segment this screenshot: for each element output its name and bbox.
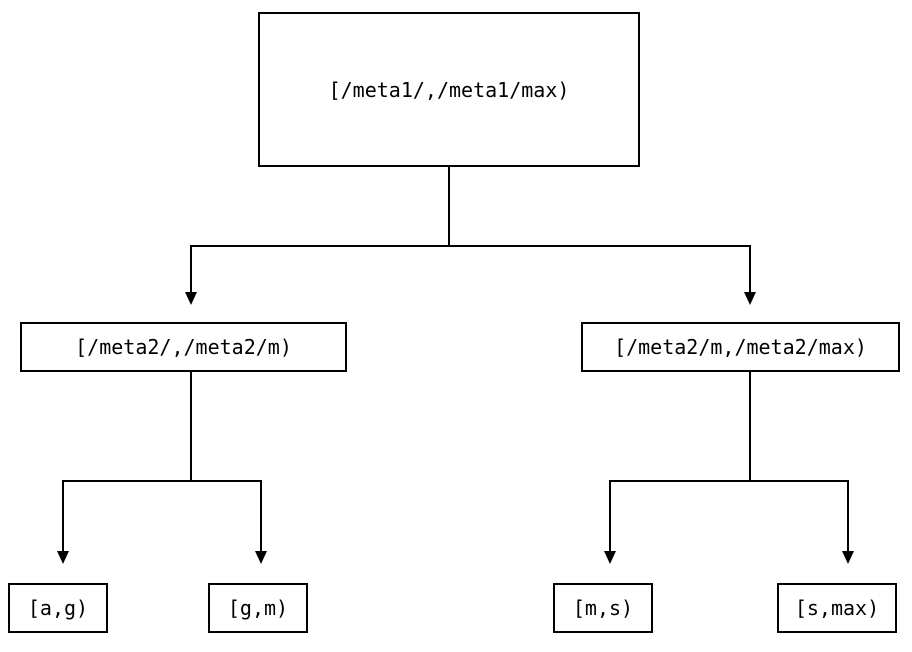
node-leaf-s-max-label: [s,max) (794, 596, 880, 620)
node-mid-right-label: [/meta2/m,/meta2/max) (614, 335, 867, 359)
node-root-label: [/meta1/,/meta1/max) (328, 77, 570, 102)
node-leaf-g-m[interactable]: [g,m) (208, 583, 308, 633)
node-leaf-a-g[interactable]: [a,g) (8, 583, 108, 633)
node-mid-right[interactable]: [/meta2/m,/meta2/max) (581, 322, 900, 372)
arrowhead-mid-right-to-leaf-smax (842, 551, 854, 564)
node-leaf-m-s[interactable]: [m,s) (553, 583, 653, 633)
edge-mid-left-stem (190, 372, 192, 482)
arrowhead-mid-left-to-leaf-gm (255, 551, 267, 564)
edge-root-stem (448, 167, 450, 246)
edge-mid-right-to-leaf-smax (847, 480, 849, 552)
edge-mid-left-to-leaf-ag (62, 480, 64, 552)
node-mid-left-label: [/meta2/,/meta2/m) (75, 335, 292, 359)
arrowhead-mid-right-to-leaf-ms (604, 551, 616, 564)
arrowhead-root-to-mid-left (185, 292, 197, 305)
edge-mid-right-stem (749, 372, 751, 482)
edge-mid-right-to-leaf-ms (609, 480, 611, 552)
node-leaf-a-g-label: [a,g) (27, 596, 89, 620)
arrowhead-mid-left-to-leaf-ag (57, 551, 69, 564)
edge-mid-right-crossbar (609, 480, 849, 482)
arrowhead-root-to-mid-right (744, 292, 756, 305)
edge-root-to-mid-left (190, 245, 192, 293)
edge-mid-left-crossbar (62, 480, 262, 482)
node-leaf-g-m-label: [g,m) (227, 596, 289, 620)
node-mid-left[interactable]: [/meta2/,/meta2/m) (20, 322, 347, 372)
node-leaf-s-max[interactable]: [s,max) (777, 583, 897, 633)
node-root[interactable]: [/meta1/,/meta1/max) (258, 12, 640, 167)
node-leaf-m-s-label: [m,s) (572, 596, 634, 620)
edge-root-to-mid-right (749, 245, 751, 293)
edge-root-crossbar (190, 245, 751, 247)
edge-mid-left-to-leaf-gm (260, 480, 262, 552)
